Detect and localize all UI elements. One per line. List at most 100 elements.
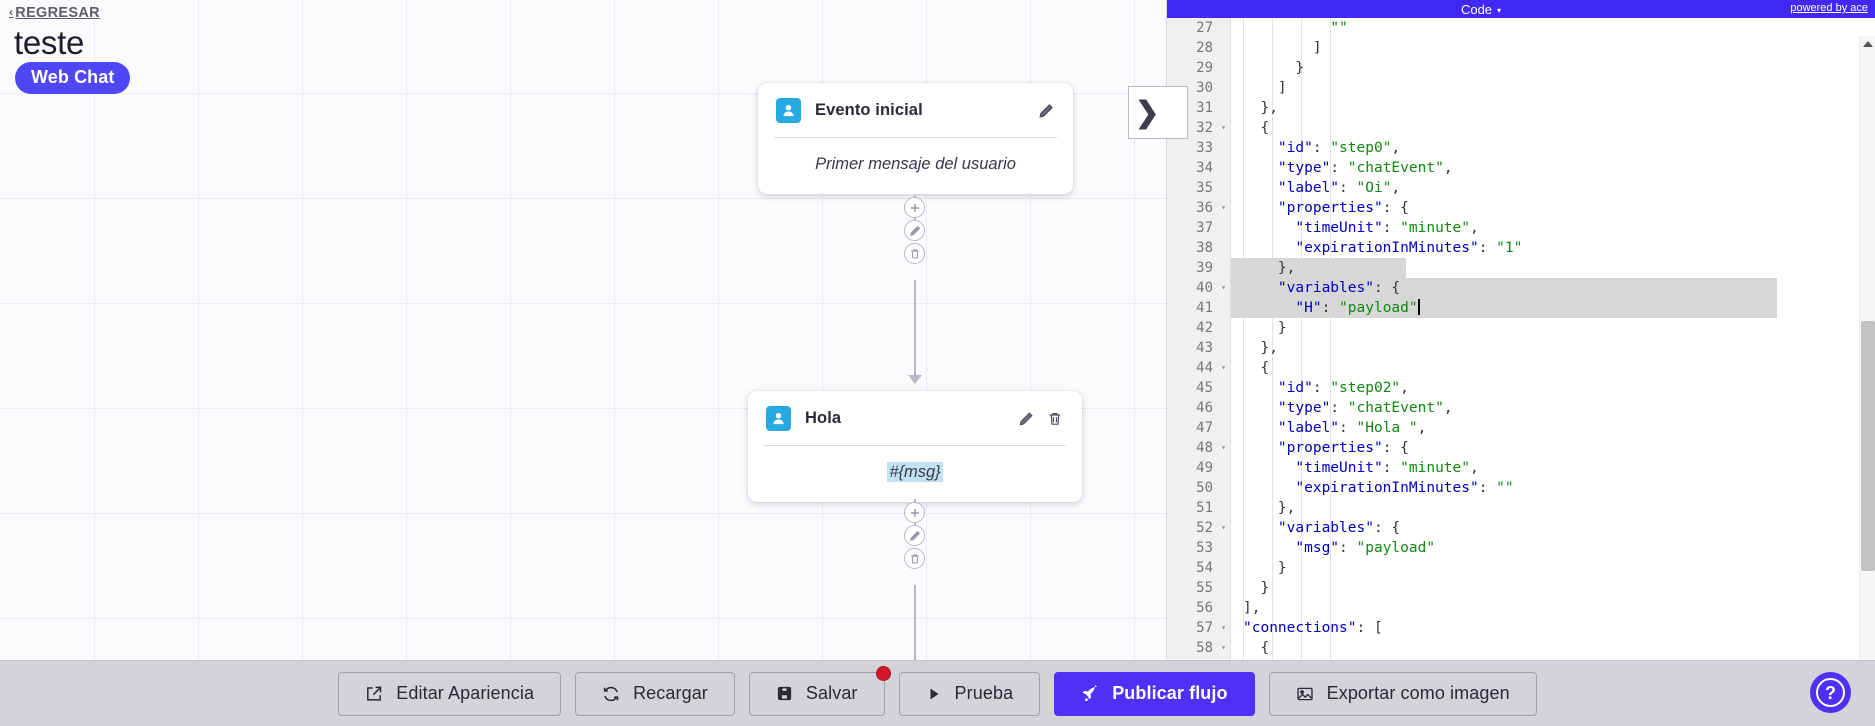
code-line[interactable]: "timeUnit": "minute", [1243, 218, 1859, 238]
code-line[interactable]: } [1243, 578, 1859, 598]
trash-icon[interactable] [1046, 410, 1064, 428]
node-divider [774, 137, 1057, 138]
toolbar-button-prueba[interactable]: Prueba [898, 671, 1041, 716]
code-line[interactable]: }, [1243, 338, 1859, 358]
editor-vertical-scrollbar[interactable] [1859, 36, 1875, 660]
code-line[interactable]: "H": "payload" [1231, 298, 1859, 318]
pencil-icon[interactable] [904, 525, 925, 546]
fold-toggle-icon[interactable]: ▾ [1221, 203, 1226, 212]
code-line[interactable]: "connections": [ [1243, 618, 1859, 638]
plus-icon[interactable] [904, 197, 925, 218]
code-line[interactable]: ] [1243, 38, 1859, 58]
code-line[interactable]: "properties": { [1243, 438, 1859, 458]
code-token: "1" [1496, 240, 1523, 256]
node-header: Evento inicial [758, 83, 1073, 137]
flow-canvas[interactable]: ‹ REGRESAR teste Web Chat Evento inicial [0, 0, 1166, 660]
code-line[interactable]: "type": "chatEvent", [1243, 158, 1859, 178]
code-line[interactable]: { [1243, 118, 1859, 138]
code-line[interactable]: "variables": { [1231, 278, 1859, 298]
code-token: : { [1382, 440, 1409, 456]
code-token: "payload" [1356, 540, 1436, 556]
code-line[interactable]: "expirationInMinutes": "" [1243, 478, 1859, 498]
code-line[interactable]: ] [1243, 78, 1859, 98]
connector-controls-2[interactable] [904, 502, 925, 569]
code-line[interactable]: { [1243, 638, 1859, 658]
code-line[interactable]: "expirationInMinutes": "1" [1243, 238, 1859, 258]
line-number: 57▾ [1196, 620, 1226, 636]
scroll-up-arrow-icon[interactable] [1863, 41, 1873, 47]
fold-toggle-icon[interactable]: ▾ [1221, 623, 1226, 632]
code-token: } [1243, 320, 1287, 336]
code-panel-title-group[interactable]: Code ▾ [1461, 2, 1501, 17]
code-line[interactable]: } [1243, 58, 1859, 78]
toolbar-button-label: Exportar como imagen [1326, 683, 1510, 703]
toolbar-button-recargar[interactable]: Recargar [575, 671, 735, 716]
code-line[interactable]: "variables": { [1243, 518, 1859, 538]
toolbar-button-editar-apariencia[interactable]: Editar Apariencia [338, 671, 562, 716]
code-token: , [1417, 420, 1427, 436]
code-line[interactable]: }, [1243, 98, 1859, 118]
flow-node-evento-inicial[interactable]: Evento inicial Primer mensaje del usuari… [758, 83, 1073, 194]
code-line[interactable]: "properties": { [1243, 198, 1859, 218]
code-token: : [1321, 300, 1340, 316]
toolbar-button-publicar-flujo[interactable]: Publicar flujo [1054, 671, 1255, 716]
fold-toggle-icon[interactable]: ▾ [1221, 363, 1226, 372]
plus-icon[interactable] [904, 502, 925, 523]
code-line[interactable]: "msg": "payload" [1243, 538, 1859, 558]
powered-by-link[interactable]: powered by ace [1790, 2, 1868, 14]
code-panel-header: Code ▾ powered by ace [1167, 0, 1875, 18]
code-line[interactable]: "label": "Oi", [1243, 178, 1859, 198]
pencil-icon[interactable] [904, 220, 925, 241]
code-line[interactable]: "id": "step02", [1243, 378, 1859, 398]
fold-toggle-icon[interactable]: ▾ [1221, 283, 1226, 292]
code-line[interactable]: "" [1243, 18, 1859, 38]
code-line[interactable]: "label": "Hola ", [1243, 418, 1859, 438]
toolbar-button-exportar-como-imagen[interactable]: Exportar como imagen [1268, 671, 1537, 716]
code-token: "expirationInMinutes" [1243, 480, 1479, 496]
code-line[interactable]: } [1243, 558, 1859, 578]
code-text-area[interactable]: "" ] } ] }, { "id": "step0", "type": "ch… [1231, 18, 1859, 660]
help-button[interactable]: ? [1810, 672, 1851, 713]
code-token: , [1470, 460, 1479, 476]
code-token: "properties" [1243, 440, 1383, 456]
fold-toggle-icon[interactable]: ▾ [1221, 443, 1226, 452]
code-line[interactable]: { [1243, 358, 1859, 378]
trash-icon[interactable] [904, 548, 925, 569]
code-token: { [1243, 120, 1270, 136]
line-number: 36▾ [1196, 200, 1226, 216]
trash-icon[interactable] [904, 243, 925, 264]
code-line[interactable]: "id": "step0", [1243, 138, 1859, 158]
scrollbar-thumb[interactable] [1861, 321, 1875, 571]
code-line[interactable]: }, [1231, 258, 1859, 278]
fold-toggle-icon[interactable]: ▾ [1221, 643, 1226, 652]
connector-controls-1[interactable] [904, 197, 925, 264]
code-line[interactable]: "type": "chatEvent", [1243, 398, 1859, 418]
code-token: "timeUnit" [1243, 220, 1383, 236]
code-line[interactable]: "timeUnit": "minute", [1243, 458, 1859, 478]
code-token [1243, 20, 1330, 36]
line-number: 52▾ [1196, 520, 1226, 536]
code-token: }, [1243, 500, 1296, 516]
code-line[interactable]: }, [1243, 498, 1859, 518]
code-token: "payload" [1339, 300, 1418, 316]
pencil-icon[interactable] [1017, 410, 1035, 428]
edit-square-icon [365, 685, 383, 703]
line-number: 27 [1196, 20, 1213, 36]
chevron-down-icon[interactable]: ▾ [1497, 5, 1502, 15]
fold-toggle-icon[interactable]: ▾ [1221, 123, 1226, 132]
code-token: "minute" [1400, 460, 1470, 476]
fold-toggle-icon[interactable]: ▾ [1221, 523, 1226, 532]
code-token: , [1391, 180, 1401, 196]
code-token: }, [1243, 340, 1278, 356]
code-line[interactable]: ], [1243, 598, 1859, 618]
toolbar-button-salvar[interactable]: Salvar [748, 665, 891, 716]
code-token: : [1339, 420, 1357, 436]
code-line[interactable]: } [1243, 318, 1859, 338]
pencil-icon[interactable] [1037, 102, 1055, 120]
code-fold-indicator[interactable]: ❯ [1128, 86, 1188, 139]
back-link[interactable]: ‹ REGRESAR [9, 5, 100, 21]
flow-node-hola[interactable]: Hola #{msg} [748, 391, 1082, 502]
node-divider [764, 445, 1066, 446]
